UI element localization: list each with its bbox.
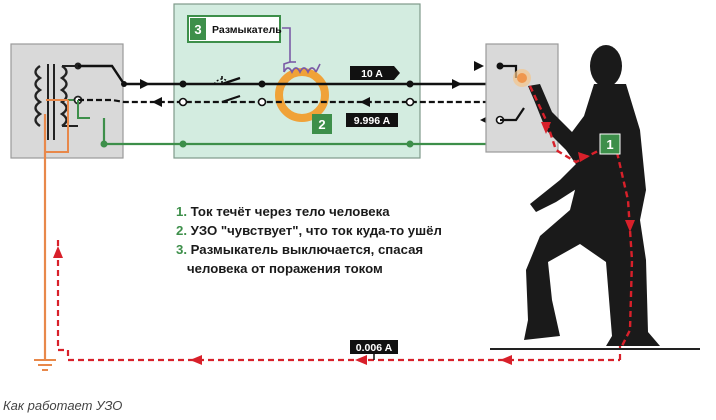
leak-path xyxy=(34,99,622,371)
current-in-label: 10 A xyxy=(361,68,383,80)
tripper-box: 3 Размыкатель xyxy=(187,15,296,63)
current-in-tag: 10 A xyxy=(350,66,400,80)
legend-item-3: 3. Размыкатель выключается, спасая xyxy=(176,242,424,257)
tripper-label: Размыкатель xyxy=(212,24,282,36)
legend: 1. Ток течёт через тело человека 2. УЗО … xyxy=(176,202,442,278)
badge-1: 1 xyxy=(599,133,621,155)
legend-item-3-continued: человека от поражения током xyxy=(187,261,383,276)
body-current xyxy=(528,85,635,347)
socket-box xyxy=(485,43,559,153)
sensing-ring xyxy=(275,61,329,122)
badge-1-label: 1 xyxy=(606,137,613,152)
current-out-tag: 9.996 A xyxy=(346,113,398,127)
current-out-label: 9.996 A xyxy=(354,115,391,127)
legend-item-1: 1. Ток течёт через тело человека xyxy=(176,204,390,219)
figure-caption: Как работает УЗО xyxy=(3,398,123,413)
current-leak-label: 0.006 A xyxy=(356,342,393,354)
badge-2-label: 2 xyxy=(318,117,325,132)
current-leak-tag: 0.006 A xyxy=(350,340,398,360)
badge-3 xyxy=(190,18,206,40)
badge-2: 2 xyxy=(312,114,332,134)
legend-item-2: 2. УЗО "чувствует", что ток куда-то ушёл xyxy=(176,223,442,238)
badge-3-label: 3 xyxy=(194,22,201,37)
